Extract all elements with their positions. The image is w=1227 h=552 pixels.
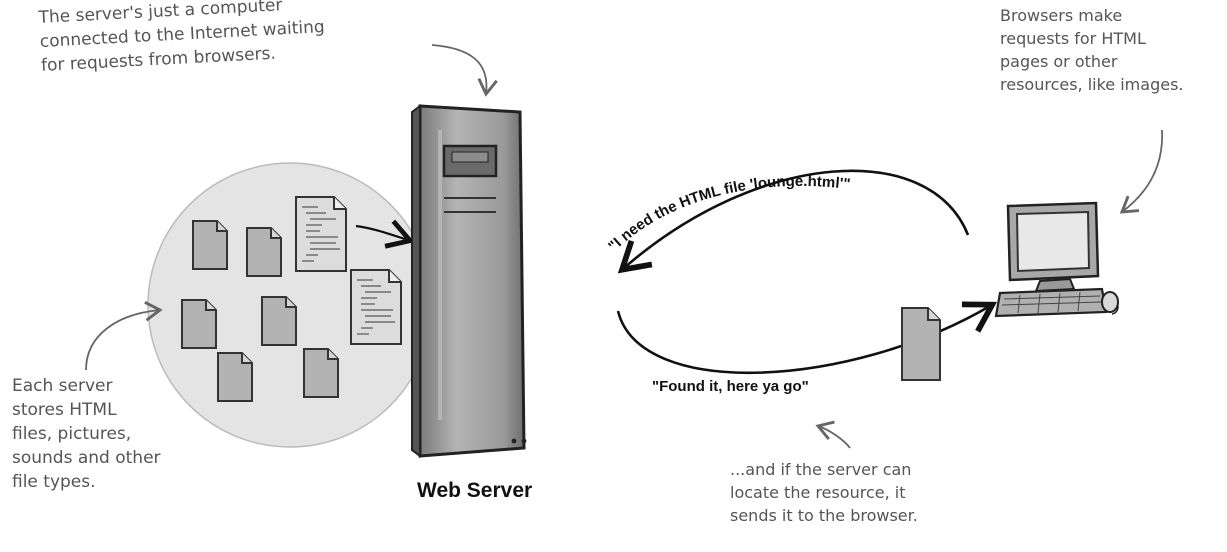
request-arrow (617, 169, 970, 274)
locate-note-text: ...and if the server can locate the reso… (730, 460, 918, 525)
file-to-server-arrow (355, 219, 415, 249)
locate-note-arrow (815, 420, 851, 449)
response-file-icon (901, 307, 941, 381)
file-icon (261, 296, 297, 346)
request-text: "I need the HTML file 'lounge.html'" (605, 173, 851, 255)
file-icon (303, 348, 339, 398)
storage-note-text: Each server stores HTML files, pictures,… (12, 376, 161, 492)
html-file-icon (350, 269, 402, 345)
file-icon (246, 227, 282, 277)
browser-note-arrow (1119, 129, 1163, 214)
computer-icon (994, 201, 1119, 318)
web-server-icon (411, 104, 527, 458)
server-label: Web Server (417, 479, 533, 502)
html-file-icon (295, 196, 347, 272)
storage-note-arrow (85, 301, 163, 371)
browser-note-text: Browsers make requests for HTML pages or… (1000, 6, 1184, 94)
file-icon (192, 220, 228, 270)
server-note-arrow (431, 44, 498, 97)
file-icon (181, 299, 217, 349)
response-text: "Found it, here ya go" (652, 378, 809, 395)
file-icon (217, 352, 253, 402)
